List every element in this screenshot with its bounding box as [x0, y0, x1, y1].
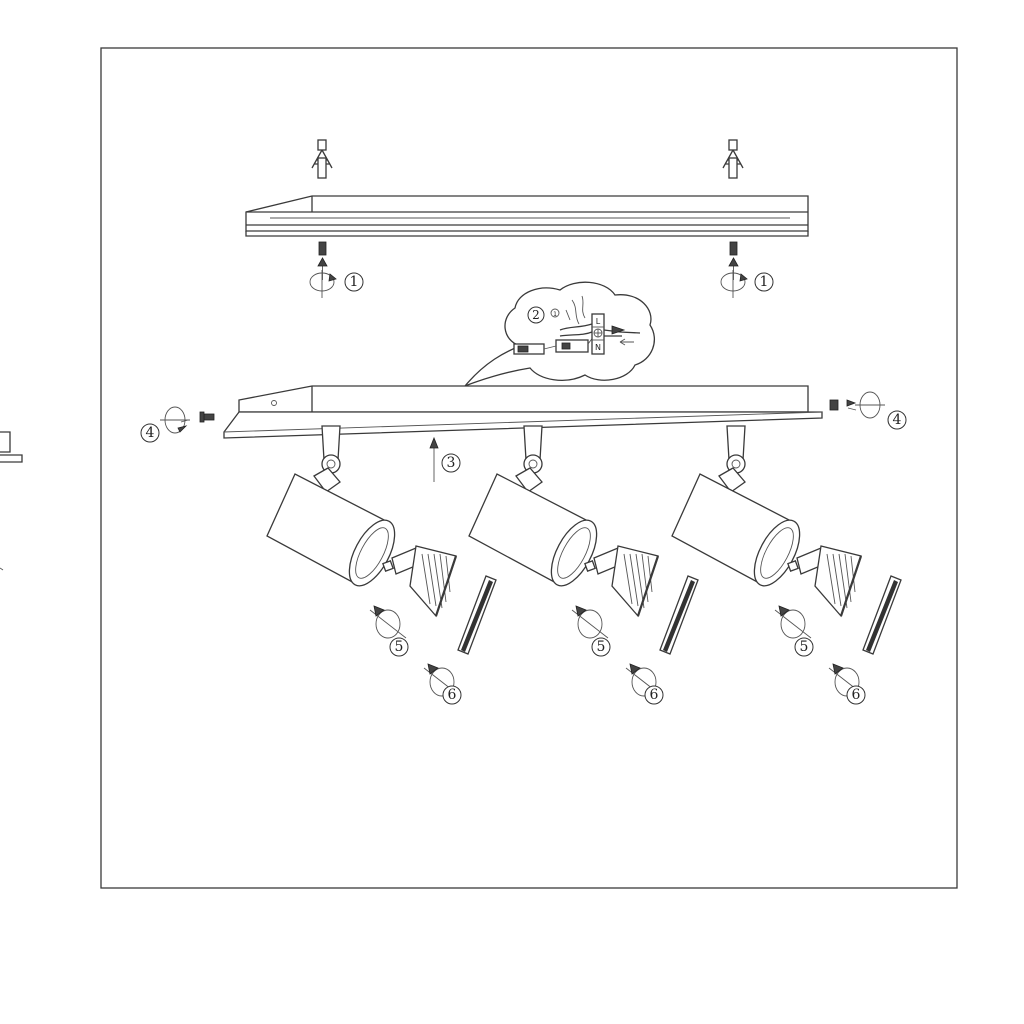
step-5-number-2: 5	[591, 637, 611, 657]
step-6-number-2: 6	[644, 685, 664, 705]
step-6-label-1: 6	[448, 687, 457, 703]
step-5-number-3: 5	[794, 637, 814, 657]
step-5-label-2: 5	[597, 639, 606, 655]
wiring-callout: 2 1 L N	[464, 281, 655, 387]
step-1-right-label: 1	[760, 274, 769, 290]
diagram-frame	[100, 47, 958, 889]
step-5-number-1: 5	[389, 637, 409, 657]
step-6-number-1: 6	[442, 685, 462, 705]
side-screw-right	[829, 391, 885, 419]
left-edge-fragment	[0, 431, 23, 571]
step-4-right-number: 4	[887, 410, 907, 430]
spotlight-1	[265, 424, 498, 698]
spotlight-2	[467, 424, 700, 698]
wall-plug-left	[311, 139, 333, 179]
step-2-label: 2	[532, 308, 540, 322]
step-5-label-1: 5	[395, 639, 404, 655]
step-4-left-label: 4	[146, 425, 155, 441]
wiring-small-marker: 1	[553, 311, 557, 318]
step-6-label-2: 6	[650, 687, 659, 703]
step-4-left-number: 4	[140, 423, 160, 443]
step-1-left-number: 1	[344, 272, 364, 292]
step-2-number: 2	[527, 306, 545, 324]
step-4-right-label: 4	[893, 412, 902, 428]
bracket-screw-left	[317, 241, 328, 280]
wall-plug-right	[722, 139, 744, 179]
spotlight-3	[670, 424, 903, 698]
step-1-left-label: 1	[350, 274, 359, 290]
step-1-right-number: 1	[754, 272, 774, 292]
step-6-label-3: 6	[852, 687, 861, 703]
step-5-label-3: 5	[800, 639, 809, 655]
rotate-arrow-1-right	[720, 270, 748, 298]
step-3-number: 3	[441, 453, 461, 473]
wiring-live-label: L	[596, 317, 601, 326]
mounting-bracket	[245, 195, 809, 237]
side-screw-left	[160, 406, 215, 434]
step-6-number-3: 6	[846, 685, 866, 705]
lift-arrow-3	[429, 436, 439, 482]
canopy-hole	[271, 400, 277, 406]
rotate-arrow-1-left	[309, 270, 337, 298]
step-3-label: 3	[447, 455, 456, 471]
wiring-neutral-label: N	[595, 343, 601, 352]
bracket-screw-right	[728, 241, 739, 280]
